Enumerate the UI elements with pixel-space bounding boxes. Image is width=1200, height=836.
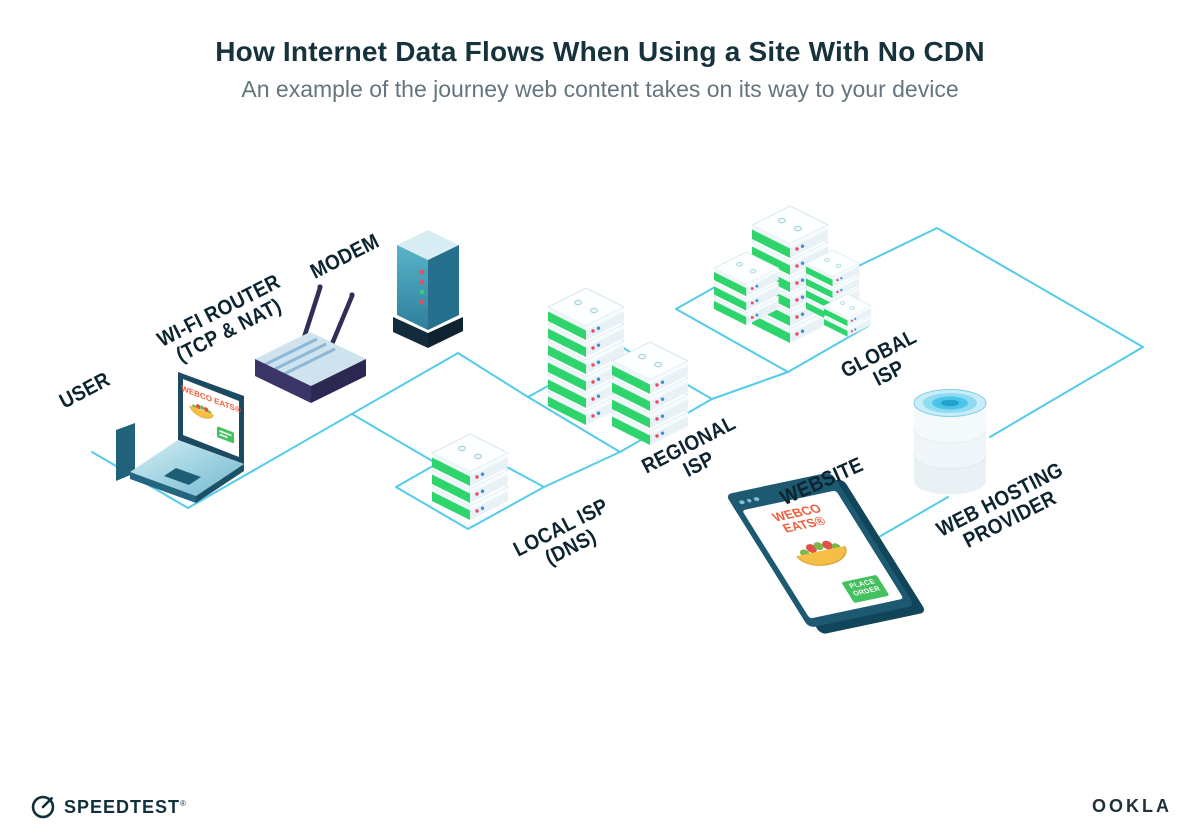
line-regional-to-global [711,371,789,400]
global-isp-servers [713,205,872,344]
speedtest-gauge-icon [31,795,55,819]
wifi-router-device [255,284,366,403]
page-title: How Internet Data Flows When Using a Sit… [215,36,985,67]
browser-dot [738,499,746,505]
page-subtitle: An example of the journey web content ta… [241,76,959,102]
line-branch-local-isp [351,413,435,463]
regional-isp-servers [547,287,689,446]
user-laptop: WEBCO EATS® [116,372,244,503]
modem-led [419,279,425,285]
line-hosting-to-website [871,496,949,542]
speedtest-wordmark: SPEEDTEST® [64,796,187,817]
speedtest-logo: SPEEDTEST® [30,794,187,820]
modem-led [419,269,425,275]
taco-icon [790,536,854,571]
line-global-to-hosting [845,227,1144,438]
phone-device [116,423,135,481]
line-user-to-regional [91,352,713,509]
modem-device [393,230,463,348]
modem-led [419,289,425,295]
line-local-to-regional [543,451,621,488]
laptop-trackpad [164,468,201,485]
trademark-symbol: ® [180,798,187,808]
laptop-order-button [217,426,234,444]
modem-led [419,299,425,305]
local-isp-servers [431,433,509,521]
browser-dot [745,498,753,504]
ookla-logo: OOKLA [1092,796,1172,816]
web-hosting-database [913,389,987,495]
browser-dot [752,496,760,502]
place-order-button: PLACE ORDER [840,574,890,604]
